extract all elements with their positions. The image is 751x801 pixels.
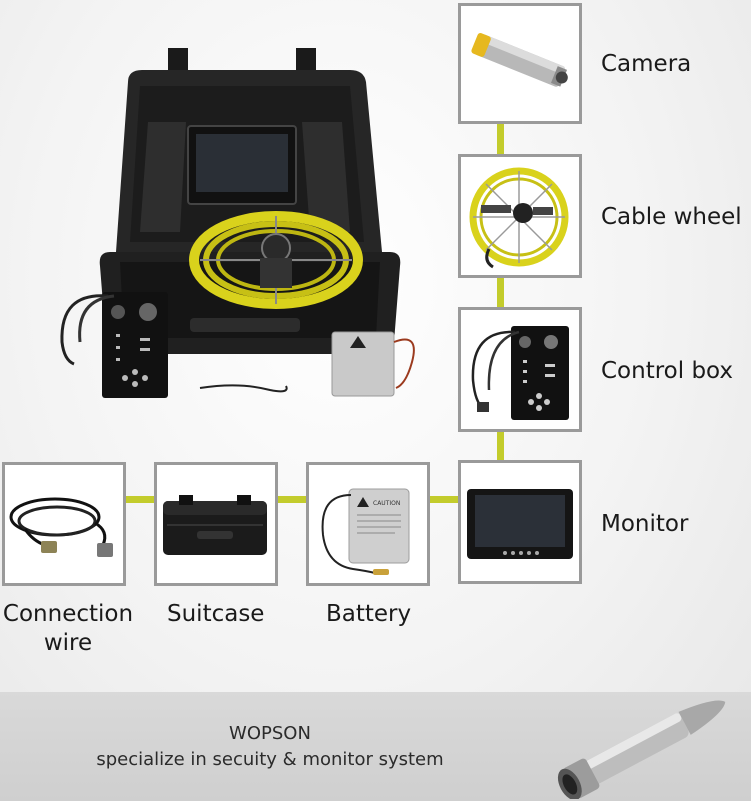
cable-wheel-frame: [458, 154, 582, 278]
camera-probe-photo: [557, 700, 726, 799]
battery-photo: CAUTION: [321, 488, 410, 575]
battery-label: Battery: [326, 601, 412, 627]
suitcase-frame: [154, 462, 278, 586]
cable-wheel-label: Cable wheel: [601, 204, 742, 230]
connection-wire-photo: [9, 497, 113, 557]
camera-frame: [458, 3, 582, 124]
monitor-photo: [467, 489, 573, 559]
connector-wire-suitcase: [124, 496, 156, 503]
control-box-photo: [471, 326, 569, 420]
connector-controlbox-monitor: [497, 430, 504, 463]
suitcase-label: Suitcase: [167, 601, 265, 627]
monitor-frame: [458, 460, 582, 584]
connector-cablewheel-controlbox: [497, 276, 504, 309]
connector-camera-cablewheel: [497, 122, 504, 156]
brand-tagline: specialize in secuity & monitor system: [96, 749, 444, 770]
control-box-label: Control box: [601, 358, 734, 384]
control-box-frame: [458, 307, 582, 432]
connection-wire-label-line1: Connection: [2, 601, 134, 627]
inspection-kit-photo: [60, 48, 415, 398]
suitcase-photo: [163, 495, 267, 555]
camera-head-photo: [471, 32, 568, 87]
cable-wheel-photo: [469, 167, 569, 269]
battery-caution-text: CAUTION: [373, 500, 400, 507]
camera-label: Camera: [601, 51, 692, 77]
connection-wire-label-line2: wire: [43, 630, 93, 656]
battery-frame: CAUTION: [306, 462, 430, 586]
monitor-label: Monitor: [601, 511, 689, 537]
connector-battery-monitor: [428, 496, 460, 503]
connection-wire-frame: [2, 462, 126, 586]
connector-suitcase-battery: [276, 496, 308, 503]
brand-name: WOPSON: [229, 723, 311, 744]
